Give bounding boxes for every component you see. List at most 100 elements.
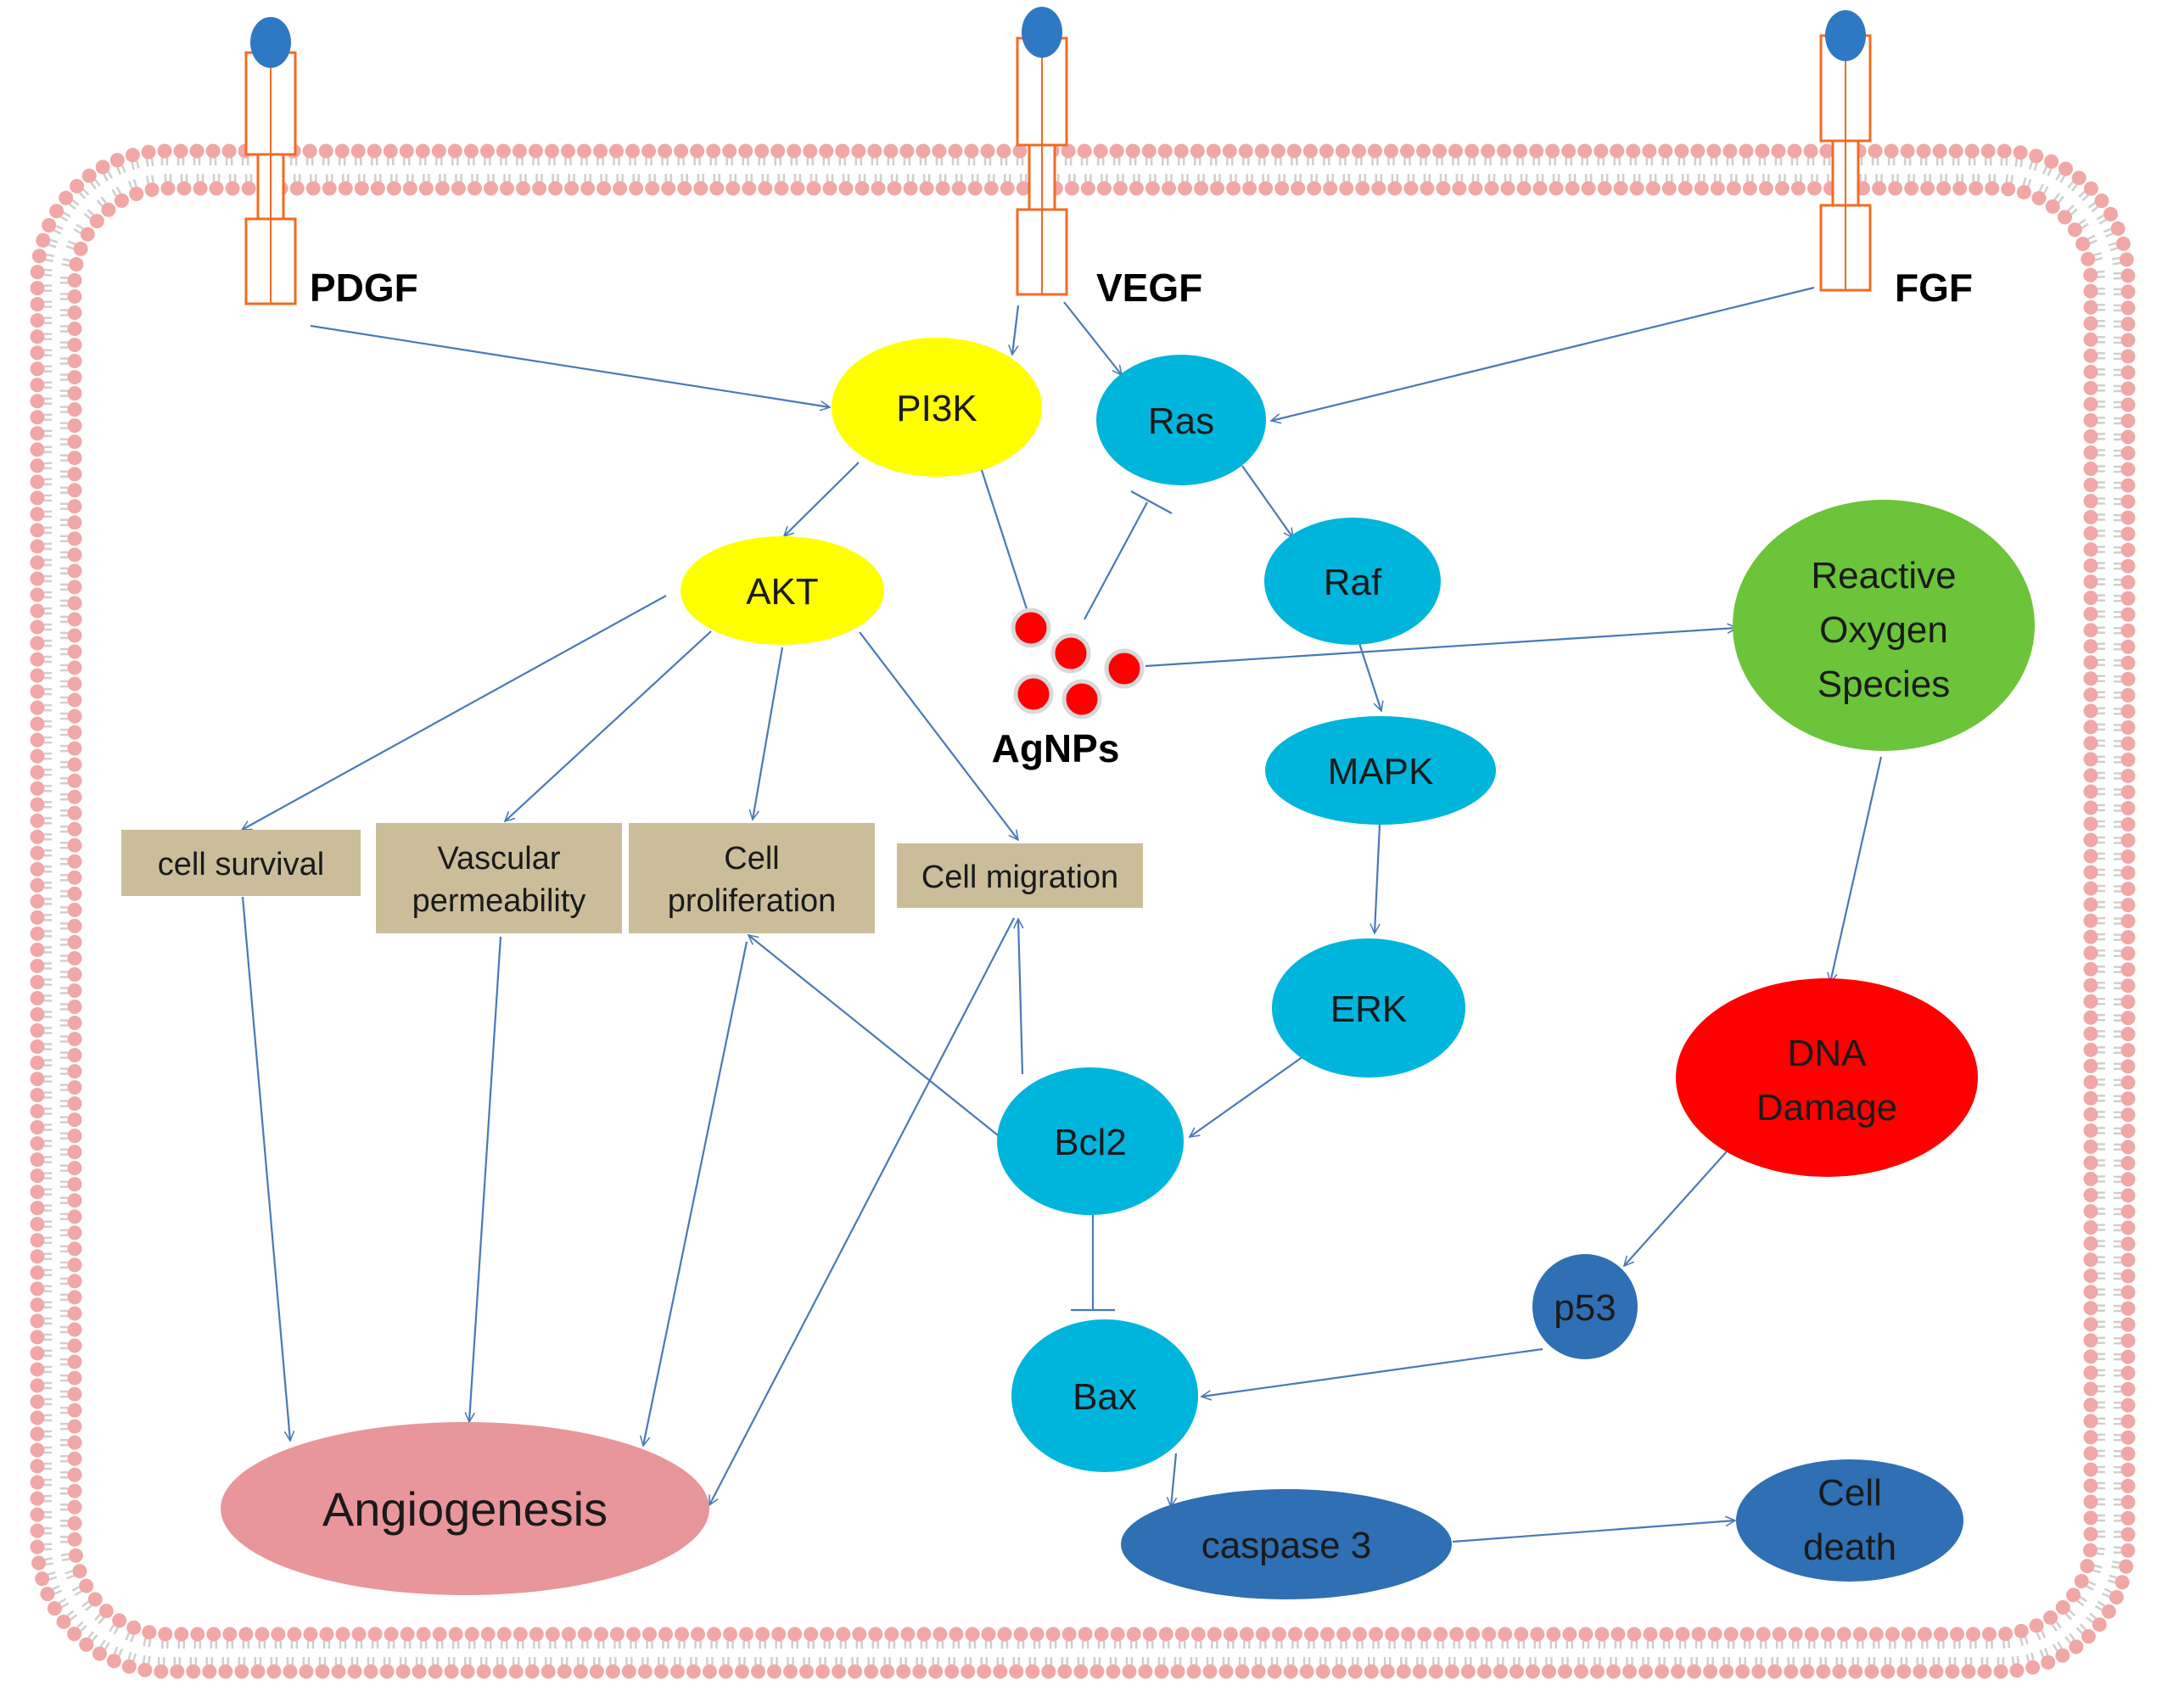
pdgf-ligand-icon: [250, 17, 291, 68]
lipid-head: [783, 1664, 798, 1679]
lipid-head: [2083, 445, 2098, 460]
lipid-head: [2083, 865, 2098, 880]
lipid-head: [67, 805, 82, 820]
lipid-head: [1945, 1664, 1960, 1679]
lipid-head: [2120, 1236, 2136, 1252]
lipid-head: [30, 1346, 45, 1361]
lipid-tail: [127, 181, 133, 189]
lipid-head: [548, 181, 563, 196]
lipid-head: [1190, 143, 1205, 159]
lipid-head: [838, 181, 854, 196]
lipid-head: [2120, 1123, 2136, 1139]
caspase3-ellipse: [1121, 1489, 1452, 1599]
lipid-tail: [131, 161, 135, 171]
node-p53: p53: [1532, 1254, 1638, 1359]
lipid-head: [2082, 1543, 2098, 1558]
lipid-head: [1493, 1664, 1508, 1679]
lipid-head: [1678, 181, 1693, 196]
lipid-head: [67, 467, 82, 482]
lipid-head: [1848, 1664, 1863, 1679]
lipid-tail: [62, 258, 70, 262]
lipid-head: [653, 1664, 669, 1679]
lipid-tail: [2096, 214, 2104, 221]
lipid-head: [1174, 1627, 1190, 1642]
lipid-head: [67, 288, 82, 304]
dna-damage-ellipse: [1676, 978, 1978, 1177]
erk-label: ERK: [1330, 988, 1407, 1030]
lipid-head: [2120, 703, 2136, 719]
lipid-head: [347, 1664, 362, 1679]
lipid-head: [1981, 1627, 1997, 1642]
lipid-tail: [2112, 261, 2121, 266]
lipid-head: [338, 181, 353, 196]
agnps-cluster: AgNPs: [992, 608, 1145, 770]
lipid-head: [709, 181, 725, 196]
lipid-head: [1465, 1627, 1481, 1642]
lipid-head: [2120, 1204, 2136, 1219]
lipid-head: [2120, 1156, 2136, 1171]
edge-akt-permeability: [505, 630, 712, 821]
lipid-head: [1622, 1664, 1638, 1679]
lipid-head: [693, 181, 709, 196]
lipid-head: [2120, 1091, 2136, 1106]
fgf-label: FGF: [1895, 266, 1973, 310]
lipid-head: [30, 474, 45, 490]
lipid-head: [2083, 1430, 2098, 1445]
lipid-head: [739, 1627, 754, 1642]
lipid-head: [67, 1627, 82, 1642]
lipid-head: [67, 547, 82, 563]
lipid-head: [2110, 221, 2126, 236]
lipid-head: [1772, 1627, 1787, 1642]
lipid-head: [1331, 1664, 1347, 1679]
lipid-head: [1964, 143, 1980, 159]
lipid-tail: [99, 1639, 106, 1648]
lipid-head: [2120, 268, 2136, 283]
lipid-head: [79, 1578, 94, 1593]
lipid-head: [2083, 1188, 2098, 1203]
lipid-head: [2120, 736, 2136, 751]
lipid-head: [613, 181, 628, 196]
lipid-head: [30, 1104, 45, 1119]
lipid-head: [1369, 1627, 1384, 1642]
fgf-ligand-icon: [1825, 10, 1866, 61]
lipid-head: [2120, 365, 2136, 380]
lipid-head: [658, 143, 673, 159]
lipid-head: [67, 451, 82, 466]
lipid-tail: [142, 1655, 146, 1664]
lipid-head: [492, 1664, 507, 1679]
lipid-head: [1643, 1627, 1658, 1642]
lipid-head: [428, 1664, 443, 1679]
lipid-head: [742, 181, 757, 196]
lipid-head: [157, 143, 172, 159]
lipid-head: [67, 1209, 82, 1224]
lipid-head: [852, 1627, 867, 1642]
lipid-tail: [2019, 159, 2024, 168]
lipid-head: [722, 143, 737, 159]
lipid-head: [1952, 181, 1968, 196]
lipid-head: [1142, 1627, 1157, 1642]
lipid-tail: [71, 199, 80, 206]
lipid-head: [2119, 1559, 2134, 1574]
lipid-tail: [90, 182, 97, 190]
ros-label-line3: Species: [1818, 664, 1951, 705]
lipid-head: [1286, 143, 1302, 159]
lipid-head: [67, 1193, 82, 1208]
lipid-tail: [2098, 218, 2107, 225]
lipid-head: [67, 821, 82, 837]
angiogenesis-label: Angiogenesis: [322, 1482, 608, 1536]
lipid-head: [1578, 1627, 1593, 1642]
lipid-head: [1885, 1627, 1900, 1642]
lipid-head: [900, 1627, 916, 1642]
lipid-head: [1239, 1627, 1254, 1642]
lipid-head: [2120, 962, 2136, 977]
edge-pi3k-akt: [784, 462, 860, 536]
lipid-head: [255, 1627, 270, 1642]
lipid-head: [67, 918, 82, 933]
lipid-head: [1606, 1664, 1622, 1679]
lipid-head: [2083, 848, 2098, 864]
lipid-head: [1449, 1627, 1465, 1642]
lipid-head: [2120, 526, 2136, 541]
lipid-head: [67, 434, 82, 450]
lipid-head: [836, 1627, 851, 1642]
lipid-head: [170, 1664, 185, 1679]
